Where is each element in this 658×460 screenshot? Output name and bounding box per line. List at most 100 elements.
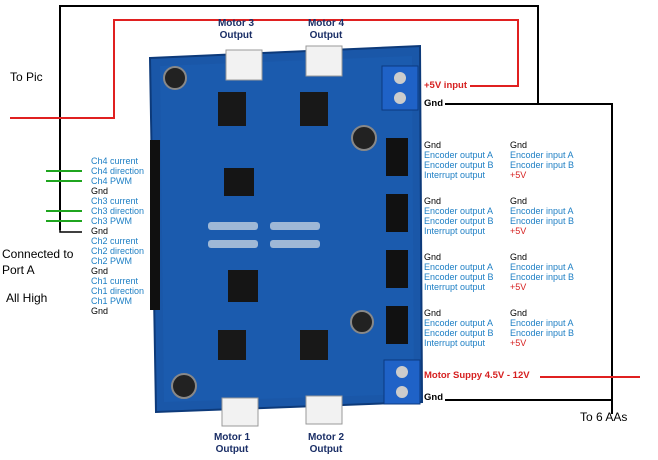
pic-red-wire <box>10 19 519 119</box>
encoder-row-label: Encoder input A <box>510 262 574 272</box>
header-pin-label: Ch2 direction <box>91 246 145 256</box>
encoder-row-label: Gnd <box>510 196 528 206</box>
encoder-row-label: Encoder output A <box>424 262 494 272</box>
encoder-row-label: Encoder input A <box>510 318 574 328</box>
header-pin-label: Ch4 PWM <box>91 176 133 186</box>
ic-top-left <box>218 92 246 126</box>
header-pin-label: Gnd <box>91 306 109 316</box>
motor3-name: Motor 3 <box>217 18 255 29</box>
motor1-output: Output <box>215 444 249 455</box>
to-aas-label: To 6 AAs <box>580 410 628 424</box>
ic-u12 <box>228 270 258 302</box>
header-pin-label: Ch1 PWM <box>91 296 133 306</box>
encoder-row-label: Encoder input B <box>510 216 575 226</box>
header-pin-label: Ch2 current <box>91 236 139 246</box>
motor1-label: Motor 1 Output <box>192 432 272 456</box>
encoder-row-label: Encoder input A <box>510 150 574 160</box>
motor4-output: Output <box>309 30 343 41</box>
header-pin-label: Ch3 direction <box>91 206 145 216</box>
encoder-row-label: Encoder input A <box>510 206 574 216</box>
encoder-row-label: +5V <box>510 282 527 292</box>
encoder-row-label: Encoder output A <box>424 150 494 160</box>
motor2-output: Output <box>309 444 343 455</box>
header-black-wire <box>59 140 82 233</box>
encoder-row-label: Interrupt output <box>424 338 486 348</box>
encoder-row-label: Encoder output B <box>424 272 494 282</box>
encoder-row-label: Interrupt output <box>424 282 486 292</box>
encoder-row-label: Gnd <box>510 140 528 150</box>
header-pin-label: Gnd <box>91 186 109 196</box>
enc-header-2 <box>386 194 408 232</box>
conn-m3 <box>225 49 263 81</box>
connected-to-label: Connected to <box>2 247 74 261</box>
conn-m1 <box>221 397 259 427</box>
encoder-row-label: Encoder output A <box>424 206 494 216</box>
cap-bottom-left <box>171 373 197 399</box>
gnd-bottom-label: Gnd <box>424 392 443 403</box>
header-pin-label: Ch1 current <box>91 276 139 286</box>
plus5v-input-label: +5V input <box>424 80 468 91</box>
header-pin-label: Ch3 PWM <box>91 216 133 226</box>
gnd-top-label: Gnd <box>424 98 443 109</box>
all-high-label: All High <box>6 291 48 305</box>
port-a-label: Port A <box>2 263 35 277</box>
enc-header-3 <box>386 250 408 288</box>
encoder-row-label: Encoder input B <box>510 328 575 338</box>
ic-bottom-left <box>218 330 246 360</box>
cap-right <box>351 125 377 151</box>
motor4-label: Motor 4 Output <box>286 18 366 42</box>
encoder-row-label: Encoder output B <box>424 160 494 170</box>
encoder-row-label: Gnd <box>424 196 442 206</box>
encoder-row-label: Gnd <box>510 252 528 262</box>
encoder-row-label: Encoder output B <box>424 216 494 226</box>
motor3-output: Output <box>219 30 253 41</box>
cap-top-left <box>163 66 187 90</box>
ic-u11 <box>224 168 254 196</box>
motor4-name: Motor 4 <box>307 18 345 29</box>
motor3-label: Motor 3 Output <box>196 18 276 42</box>
ic-top-right <box>300 92 328 126</box>
encoder-row-label: Encoder input B <box>510 160 575 170</box>
encoder-row-label: Interrupt output <box>424 170 486 180</box>
encoder-row-label: Encoder output B <box>424 328 494 338</box>
to-pic-label: To Pic <box>10 70 43 84</box>
motor2-name: Motor 2 <box>307 432 345 443</box>
encoder-row-label: Gnd <box>424 252 442 262</box>
motor-supply-label: Motor Suppy 4.5V - 12V <box>424 370 530 381</box>
enc-header-4 <box>386 306 408 344</box>
header-pin-label: Gnd <box>91 226 109 236</box>
motor1-name: Motor 1 <box>213 432 251 443</box>
encoder-row-label: Gnd <box>424 140 442 150</box>
conn-m2 <box>305 395 343 425</box>
header-pin-label: Ch2 PWM <box>91 256 133 266</box>
pcb-board <box>148 44 424 427</box>
encoder-row-label: Encoder input B <box>510 272 575 282</box>
encoder-row-label: Encoder output A <box>424 318 494 328</box>
header-pin-label: Gnd <box>91 266 109 276</box>
conn-m4 <box>305 45 343 77</box>
motor2-label: Motor 2 Output <box>286 432 366 456</box>
encoder-row-label: Interrupt output <box>424 226 486 236</box>
cap-bottom-right <box>350 310 374 334</box>
header-pins <box>150 140 160 310</box>
enc-header-1 <box>386 138 408 176</box>
header-pin-label: Ch4 current <box>91 156 139 166</box>
header-pin-label: Ch1 direction <box>91 286 145 296</box>
ic-bottom-right <box>300 330 328 360</box>
header-pin-label: Ch3 current <box>91 196 139 206</box>
encoder-row-label: Gnd <box>424 308 442 318</box>
header-pin-label: Ch4 direction <box>91 166 145 176</box>
encoder-row-label: +5V <box>510 170 527 180</box>
resistor-row <box>208 222 320 248</box>
encoder-row-label: +5V <box>510 338 527 348</box>
